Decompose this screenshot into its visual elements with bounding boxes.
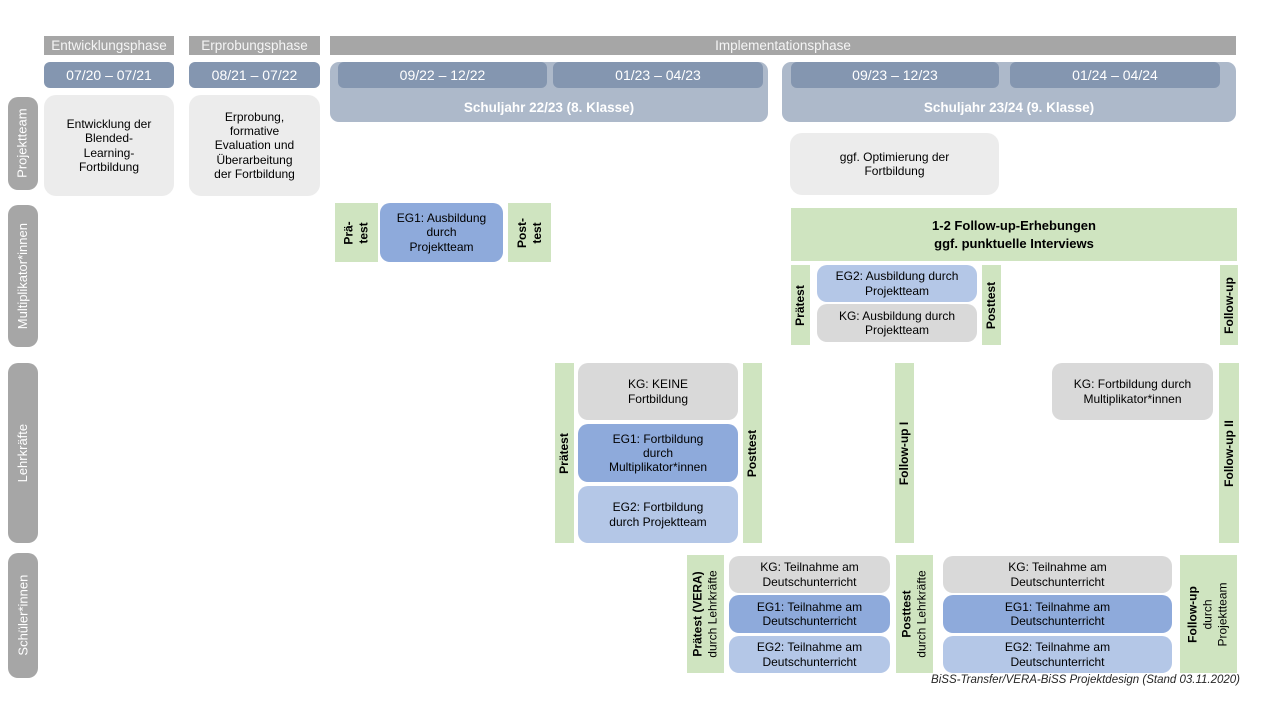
test-bar-praetest-lehr: Prätest [555,363,574,543]
test-bar-praetest-lehr-label: Prätest [557,432,571,474]
test-bar-posttest-sj1: Post- test [508,203,551,262]
actor-bar-lehrkraefte: Lehrkräfte [8,363,38,543]
test-bar-praetest-vera-label: Prätest (VERA) durch Lehrkräfte [690,570,720,658]
actor-label-schuelerinnen: Schüler*innen [14,575,30,656]
test-bar-followup-mult-label: Follow-up [1221,276,1236,334]
test-bar-followup-mult: Follow-up [1220,265,1238,345]
footer-note: BiSS-Transfer/VERA-BiSS Projektdesign (S… [931,674,1240,686]
test-bar-followup-1-label: Follow-up I [897,421,912,485]
phase-header-erprobungsphase: Erprobungsphase [189,36,320,55]
date-range-0124-0424: 01/24 – 04/24 [1010,62,1220,88]
test-bar-praetest-mult: Prätest [791,265,810,345]
box-kg-fortbildung-multiplikatorinnen: KG: Fortbildung durch Multiplikator*inne… [1052,363,1213,420]
actor-label-multiplikatorinnen: Multiplikator*innen [14,222,30,330]
test-bar-posttest-lehr-label: Posttest [745,429,759,477]
test-bar-posttest-mult-label: Posttest [984,281,998,329]
test-bar-posttest-schueler: Posttest durch Lehrkräfte [896,555,933,673]
date-range-0720-0721: 07/20 – 07/21 [44,62,174,88]
test-bar-posttest-mult: Posttest [982,265,1001,345]
actor-bar-projektteam: Projektteam [8,97,38,190]
phase-header-entwicklungsphase: Entwicklungsphase [44,36,174,55]
box-kg-teilnahme-1: KG: Teilnahme am Deutschunterricht [729,556,890,593]
date-range-0821-0722: 08/21 – 07/22 [189,62,320,88]
test-bar-followup-2: Follow-up II [1219,363,1239,543]
box-ggf-optimierung: ggf. Optimierung der Fortbildung [790,133,999,195]
box-entwicklung-blended-learning: Entwicklung der Blended- Learning- Fortb… [44,95,174,196]
box-eg1-ausbildung-projektteam: EG1: Ausbildung durch Projektteam [380,203,503,262]
box-kg-teilnahme-2: KG: Teilnahme am Deutschunterricht [943,556,1172,593]
test-bar-posttest-schueler-label: Posttest durch Lehrkräfte [899,570,929,658]
box-eg2-teilnahme-2: EG2: Teilnahme am Deutschunterricht [943,636,1172,673]
box-eg1-teilnahme-1: EG1: Teilnahme am Deutschunterricht [729,595,890,633]
test-bar-followup-projektteam-label: Follow-up durch Projektteam [1186,581,1230,647]
school-year-label-23-24: Schuljahr 23/24 (9. Klasse) [923,100,1095,115]
box-eg2-teilnahme-1: EG2: Teilnahme am Deutschunterricht [729,636,890,673]
box-kg-keine-fortbildung: KG: KEINE Fortbildung [578,363,738,420]
actor-label-projektteam: Projektteam [14,108,30,179]
box-eg2-fortbildung-projektteam: EG2: Fortbildung durch Projektteam [578,486,738,543]
test-bar-followup-1: Follow-up I [895,363,914,543]
test-bar-praetest-vera: Prätest (VERA) durch Lehrkräfte [687,555,724,673]
date-range-0123-0423: 01/23 – 04/23 [553,62,763,88]
phase-header-implementationsphase: Implementationsphase [330,36,1236,55]
test-bar-followup-2-label: Follow-up II [1221,419,1236,487]
test-bar-praetest-mult-label: Prätest [793,284,807,326]
box-followup-erhebungen: 1-2 Follow-up-Erhebungen ggf. punktuelle… [791,208,1237,261]
date-range-0922-1222: 09/22 – 12/22 [338,62,547,88]
test-bar-praetest-sj1-label: Prä- test [341,220,371,245]
test-bar-followup-projektteam: Follow-up durch Projektteam [1180,555,1237,673]
box-eg1-teilnahme-2: EG1: Teilnahme am Deutschunterricht [943,595,1172,633]
actor-bar-multiplikatorinnen: Multiplikator*innen [8,205,38,347]
test-bar-posttest-lehr: Posttest [743,363,762,543]
test-bar-posttest-sj1-label: Post- test [514,217,544,248]
actor-bar-schuelerinnen: Schüler*innen [8,553,38,678]
actor-label-lehrkraefte: Lehrkräfte [14,423,30,483]
box-eg2-ausbildung-projektteam: EG2: Ausbildung durch Projektteam [817,265,977,302]
test-bar-praetest-sj1: Prä- test [335,203,378,262]
box-eg1-fortbildung-multiplikatorinnen: EG1: Fortbildung durch Multiplikator*inn… [578,424,738,482]
box-kg-ausbildung-projektteam: KG: Ausbildung durch Projektteam [817,304,977,342]
date-range-0923-1223: 09/23 – 12/23 [791,62,999,88]
box-erprobung-formative-evaluation: Erprobung, formative Evaluation und Über… [189,95,320,196]
school-year-label-22-23: Schuljahr 22/23 (8. Klasse) [463,100,635,115]
